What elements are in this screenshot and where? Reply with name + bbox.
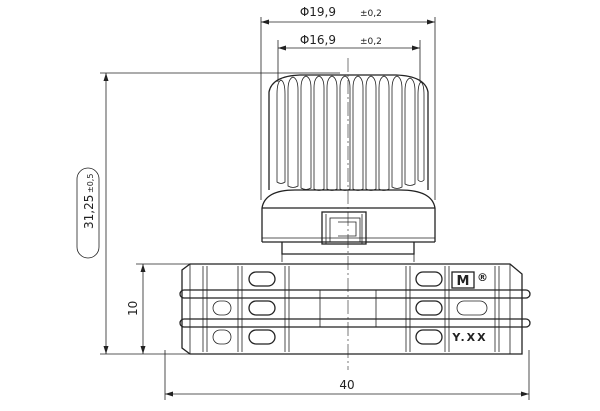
code-marking: Y.XX xyxy=(451,331,487,344)
logo-letter: M xyxy=(457,274,470,289)
cap-ribs xyxy=(276,75,425,191)
dimension-inner-diameter: Φ16,9 ±0,2 xyxy=(277,33,421,82)
dimension-outer-diameter: Φ19,9 ±0,2 xyxy=(260,5,436,200)
dimension-base-height: 10 xyxy=(126,263,190,354)
dimension-base-width: 40 xyxy=(164,350,530,400)
base-height-value: 10 xyxy=(126,301,140,316)
connector-window xyxy=(321,211,367,245)
dimension-height: 31,25 ±0,5 xyxy=(76,72,340,355)
height-tolerance: ±0,5 xyxy=(86,174,95,193)
outer-diameter-value: Φ19,9 xyxy=(300,5,336,19)
neck-housing xyxy=(261,207,436,262)
height-label-frame xyxy=(76,167,100,259)
base-block: M ® Y.XX xyxy=(179,263,531,355)
height-value: 31,25 xyxy=(82,195,96,229)
logo-frame xyxy=(451,271,475,289)
registered-mark: ® xyxy=(477,271,488,284)
inner-diameter-tolerance: ±0,2 xyxy=(360,37,382,47)
base-rib-bottom xyxy=(179,318,531,328)
outer-diameter-tolerance: ±0,2 xyxy=(360,9,382,19)
ribbed-dome-cap xyxy=(261,74,436,209)
base-rib-top xyxy=(179,289,531,299)
base-width-value: 40 xyxy=(339,378,354,392)
inner-diameter-value: Φ16,9 xyxy=(300,33,336,47)
